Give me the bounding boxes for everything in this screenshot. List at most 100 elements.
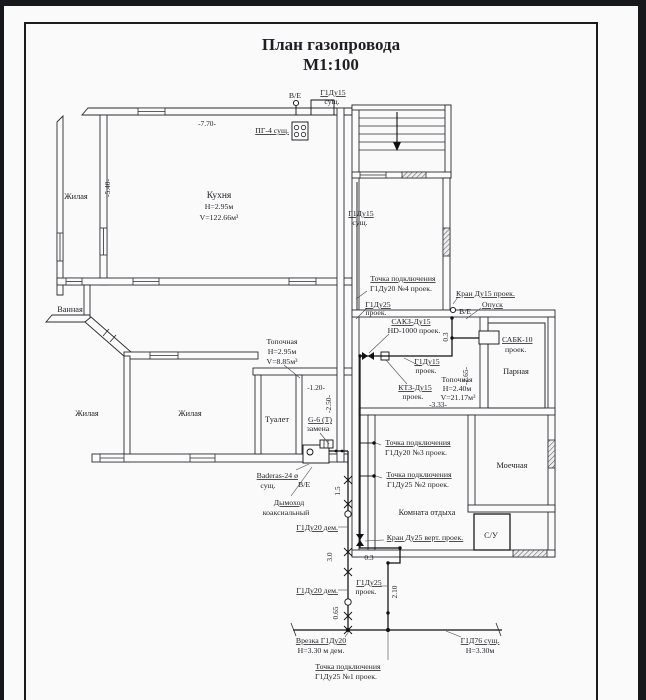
- pipe-fittings: [334, 316, 454, 635]
- valve15-label: Кран Ду15 проек.: [456, 289, 515, 298]
- pipe-g1du15-new-1: Г1Ду15: [414, 357, 440, 366]
- vent-symbol-bath: [449, 306, 457, 314]
- dim-seg-03-bath: 0.3: [441, 332, 450, 342]
- dim-seg-210: 2.10: [390, 585, 399, 598]
- leader-lines: [283, 290, 482, 660]
- room-living-mid: Жилая: [178, 409, 202, 418]
- vent-symbol-top: [292, 99, 300, 115]
- paper-sheet: [4, 6, 638, 700]
- sabk-label-1: САБК-10: [502, 335, 533, 344]
- g1du20-dem-lower-label: Г1Ду20 дем.: [296, 586, 338, 595]
- dim-seg-30: 3.0: [325, 552, 334, 562]
- dim-toilet-width: -1.20-: [307, 383, 325, 392]
- room-kitchen: Кухня: [207, 191, 232, 201]
- g1du20-dem-upper-label: Г1Ду20 дем.: [296, 523, 338, 532]
- meter-label-2: замена: [307, 424, 330, 433]
- sakz-label-2: HD-1000 проек.: [388, 326, 441, 335]
- tp2-label-1: Точка подключения: [386, 470, 452, 479]
- ktz-label-1: КТЗ-Ду15: [398, 383, 432, 392]
- new-riser: [359, 317, 453, 630]
- tp4-label-1: Точка подключения: [370, 274, 436, 283]
- room-boiler-left: Топочная: [266, 337, 297, 346]
- ktz-label-2: проек.: [402, 392, 423, 401]
- room-kitchen-volume: V=122.66м³: [200, 213, 239, 222]
- connection-dots: [334, 316, 454, 632]
- room-bathroom: Ванная: [57, 305, 83, 314]
- stove-symbol: [291, 121, 309, 141]
- chimney-label-2: коаксиальный: [263, 508, 310, 517]
- pipe-g1du25-riser-1: Г1Ду25: [365, 300, 391, 309]
- main-label-1: Г1Д76 сущ.: [461, 636, 500, 645]
- room-kitchen-height: Н=2.95м: [205, 202, 234, 211]
- pipe-g1du15-entry-1: Г1Ду15: [348, 209, 374, 218]
- tp3-label-1: Точка подключения: [385, 438, 451, 447]
- vent-top-label: В/Е: [289, 91, 301, 100]
- boiler-label-2: сущ.: [260, 481, 275, 490]
- tie-in-label-2: Н=3.30 м дем.: [298, 646, 345, 655]
- room-boiler-right: Топочная: [441, 375, 472, 384]
- room-steam: Парная: [503, 367, 529, 376]
- pipe-coupling: [344, 598, 352, 606]
- hatched-window: [512, 549, 548, 558]
- hatched-window: [442, 227, 451, 257]
- gas-pipes: [290, 182, 502, 637]
- vertical-valve-du25: [356, 534, 364, 546]
- staircase: [359, 112, 445, 151]
- room-living-left: Жилая: [75, 409, 99, 418]
- windows: [56, 107, 556, 558]
- room-toilet: Туалет: [265, 415, 289, 424]
- hatched-window: [401, 171, 427, 179]
- pipe-g1du25-bottom-1: Г1Ду25: [356, 578, 382, 587]
- room-rest: Комната отдыха: [399, 508, 456, 517]
- dim-seg-065: 0.65: [331, 606, 340, 619]
- dim-seg-15: 1.5: [333, 486, 342, 496]
- annotation-labels: ПГ-4 сущ. В/Е Г1Ду15 сущ. Г1Ду15 сущ. То…: [255, 88, 532, 681]
- chimney-label-1: Дымоход: [274, 498, 304, 507]
- pipe-coupling: [344, 510, 352, 518]
- pipe-g1du25-riser-2: проек.: [365, 308, 386, 317]
- pipe-g1du15-top-2: сущ.: [324, 97, 339, 106]
- dim-boiler-right-height: -2.65-: [461, 367, 470, 385]
- sabk-label-2: проек.: [505, 345, 526, 354]
- room-boiler-left-volume: V=8.85м³: [267, 357, 299, 366]
- drawing-title: План газопровода: [262, 35, 401, 54]
- tie-in-label-1: Врезка Г1Ду20: [296, 636, 346, 645]
- vent-bath-label: В/Е: [459, 307, 471, 316]
- dimension-labels: -7.70- -5.40- -1.20- -2.50- -3.33- -2.65…: [103, 119, 470, 619]
- dim-left-height: -5.40-: [103, 179, 112, 197]
- kitchen-pipe-jog: [310, 99, 335, 115]
- sakz-label-1: САКЗ-Ду15: [391, 317, 430, 326]
- room-labels: Жилая Жилая Жилая Ванная Туалет Кухня Н=…: [57, 191, 529, 540]
- hatched-window: [547, 439, 556, 469]
- pipe-g1du25-bottom-2: проек.: [355, 587, 376, 596]
- tp4-label-2: Г1Ду20 №4 проек.: [370, 284, 432, 293]
- stove-label: ПГ-4 сущ.: [255, 126, 289, 135]
- dim-toilet-height: -2.50-: [324, 395, 333, 413]
- drawing-frame: [24, 22, 598, 700]
- pipe-g1du15-new-2: проек.: [415, 366, 436, 375]
- room-living-top: Жилая: [64, 192, 88, 201]
- main-label-2: Н=3.30м: [466, 646, 495, 655]
- room-boiler-left-height: Н=2.95м: [268, 347, 297, 356]
- boiler-label-1: Baderas-24 ø: [257, 471, 298, 480]
- pipe-g1du15-top-1: Г1Ду15: [320, 88, 346, 97]
- drawing-scale: М1:100: [303, 55, 359, 74]
- tp1-label-1: Точка подключения: [315, 662, 381, 671]
- sakz-valve: [362, 352, 374, 360]
- steam-room-inner: [487, 322, 546, 409]
- boiler-symbol: [302, 439, 334, 464]
- room-boiler-right-volume: V=21.17м³: [441, 393, 477, 402]
- vent-boiler-label: В/Е: [298, 480, 310, 489]
- tp2-label-2: Г1Ду25 №2 проек.: [387, 480, 449, 489]
- pipe-g1du15-entry-2: сущ.: [352, 218, 367, 227]
- sabk-unit: [478, 330, 500, 345]
- wc-room: [473, 513, 511, 551]
- dim-top-width: -7.70-: [198, 119, 216, 128]
- drop-label: Опуск: [482, 300, 503, 309]
- room-wc: С/У: [484, 531, 498, 540]
- dim-seg-03-bottom: 0.3: [364, 553, 374, 562]
- room-washing: Моечная: [496, 461, 527, 470]
- room-boiler-right-height: Н=2.40м: [443, 384, 472, 393]
- dim-boiler-right-width: -3.33-: [429, 400, 447, 409]
